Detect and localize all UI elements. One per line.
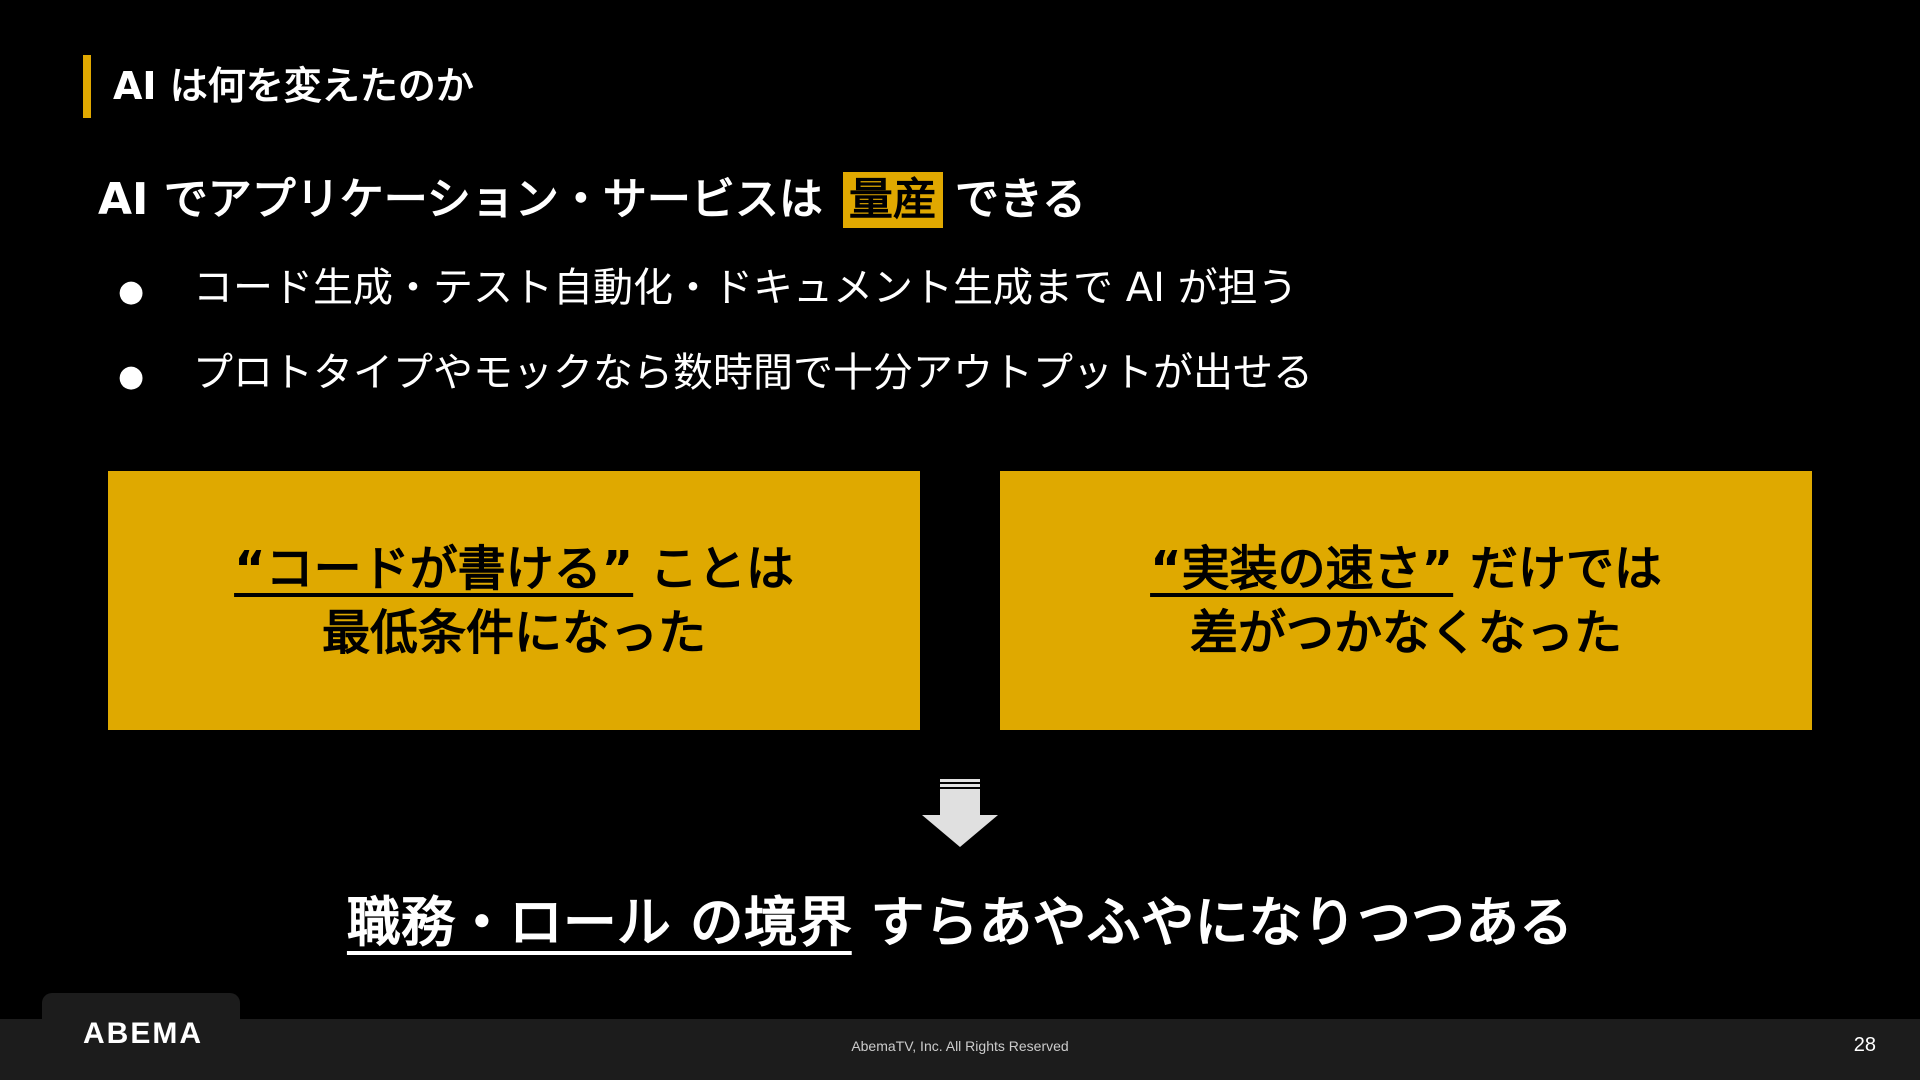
bullet-icon: ● bbox=[118, 359, 145, 394]
bullet-icon: ● bbox=[118, 274, 145, 309]
slide-title: AI は何を変えたのか bbox=[113, 64, 474, 108]
bullet-text: プロトタイプやモックなら数時間で十分アウトプットが出せる bbox=[193, 350, 1313, 396]
conclusion: 職務・ロール の境界 すらあやふやになりつつある bbox=[0, 888, 1920, 958]
callout-rest: だけでは bbox=[1453, 540, 1662, 597]
copyright: AbemaTV, Inc. All Rights Reserved bbox=[851, 1038, 1069, 1054]
callout-line-2: 最低条件になった bbox=[321, 604, 706, 661]
callout-underlined: “実装の速さ” bbox=[1150, 540, 1454, 597]
arrow-down-icon bbox=[922, 779, 998, 847]
footer-bar bbox=[0, 1019, 1920, 1080]
bullet-text: コード生成・テスト自動化・ドキュメント生成まで AI が担う bbox=[193, 265, 1298, 311]
callout-box-right: “実装の速さ” だけでは 差がつかなくなった bbox=[1000, 471, 1812, 730]
headline-highlight: 量産 bbox=[842, 172, 943, 228]
callout-line-1: “コードが書ける” ことは bbox=[108, 537, 920, 601]
abema-logo: ABEMA bbox=[83, 1017, 203, 1050]
headline: AI でアプリケーション・サービスは量産できる bbox=[98, 172, 1086, 228]
page-number: 28 bbox=[1853, 1034, 1876, 1056]
logo-tab bbox=[42, 993, 240, 1053]
headline-prefix: AI でアプリケーション・サービスは bbox=[98, 174, 823, 225]
callout-line-1: “実装の速さ” だけでは bbox=[1000, 537, 1812, 601]
conclusion-rest: すらあやふやになりつつある bbox=[851, 891, 1574, 954]
callout-box-left: “コードが書ける” ことは 最低条件になった bbox=[108, 471, 920, 730]
title-accent-bar bbox=[83, 55, 91, 118]
headline-suffix: できる bbox=[954, 174, 1086, 225]
callout-line-2: 差がつかなくなった bbox=[1189, 604, 1622, 661]
bullet-item: ● コード生成・テスト自動化・ドキュメント生成まで AI が担う bbox=[118, 262, 1298, 318]
callout-rest: ことは bbox=[633, 540, 794, 597]
conclusion-underlined: 職務・ロール の境界 bbox=[346, 891, 852, 954]
callout-underlined: “コードが書ける” bbox=[234, 540, 634, 597]
bullet-item: ● プロトタイプやモックなら数時間で十分アウトプットが出せる bbox=[118, 347, 1313, 403]
